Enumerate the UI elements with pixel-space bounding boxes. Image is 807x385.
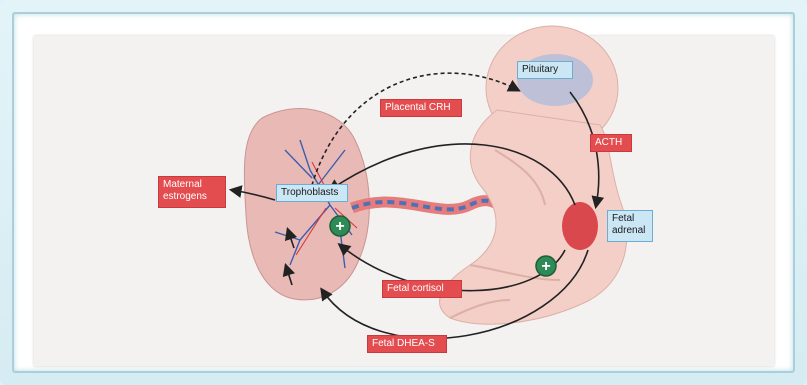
pituitary-label: Pituitary (517, 61, 573, 79)
fetal-adrenal-label: Fetal adrenal (607, 210, 653, 242)
maternal-estrogens-label: Maternal estrogens (158, 176, 226, 208)
acth-label: ACTH (590, 134, 632, 152)
adrenal-gland (562, 202, 598, 250)
plus-sign: + (541, 258, 550, 275)
plus-circle-icon: + (330, 216, 350, 236)
plus-circle-icon: + (536, 256, 556, 276)
fetal-cortisol-label: Fetal cortisol (382, 280, 462, 298)
fetal-dhea-s-label: Fetal DHEA-S (367, 335, 447, 353)
placental-crh-label: Placental CRH (380, 99, 462, 117)
trophoblasts-label: Trophoblasts (276, 184, 348, 202)
plus-sign: + (335, 218, 344, 235)
